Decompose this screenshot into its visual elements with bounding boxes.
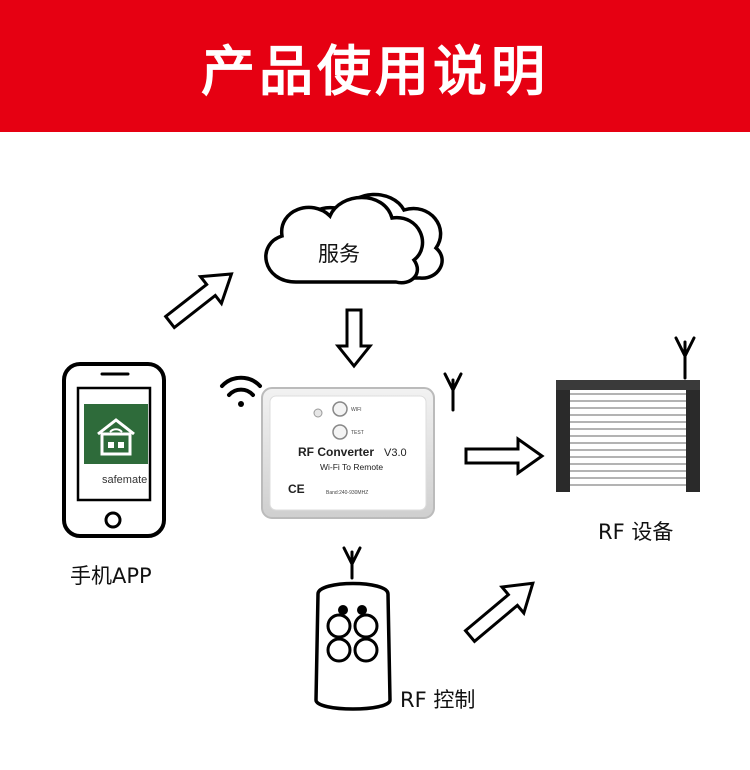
home-icon xyxy=(97,418,135,456)
converter-version: V3.0 xyxy=(384,447,407,459)
cloud-icon xyxy=(264,192,444,285)
rf-converter-device xyxy=(261,387,435,519)
rf-shutter-device xyxy=(556,380,700,492)
wifi-signal-icon xyxy=(220,375,262,407)
shutter-slats xyxy=(570,393,686,486)
arrow-converter-to-device xyxy=(464,436,545,476)
diagram-svg: safemate WIFI TEST RF Converter V3.0 Wi-… xyxy=(62,192,700,711)
cloud-label: 服务 xyxy=(318,242,360,266)
diagram-canvas: safemate WIFI TEST RF Converter V3.0 Wi-… xyxy=(0,132,750,770)
rf-device-label: RF 设备 xyxy=(598,520,674,544)
arrow-phone-to-cloud xyxy=(163,272,234,330)
remote-antenna-icon xyxy=(342,546,362,580)
converter-led-wifi: WIFI xyxy=(351,407,362,413)
phone-label: 手机APP xyxy=(70,564,152,588)
device-antenna-icon xyxy=(674,336,696,380)
ce-mark: CE xyxy=(288,482,305,496)
converter-led-test: TEST xyxy=(351,430,364,436)
page-title: 产品使用说明 xyxy=(201,39,549,103)
arrow-cloud-to-converter xyxy=(334,308,374,369)
arrow-remote-to-device xyxy=(463,581,535,644)
converter-subtitle: Wi-Fi To Remote xyxy=(320,462,383,472)
rf-remote-label: RF 控制 xyxy=(400,688,476,712)
app-name: safemate xyxy=(102,474,147,486)
converter-band: Band:240-930MHZ xyxy=(326,490,368,496)
header-banner: 产品使用说明 xyxy=(0,0,750,132)
app-tile xyxy=(84,404,148,464)
converter-title: RF Converter xyxy=(298,445,374,459)
remote-control-icon xyxy=(314,581,392,711)
converter-antenna-icon xyxy=(443,372,463,412)
